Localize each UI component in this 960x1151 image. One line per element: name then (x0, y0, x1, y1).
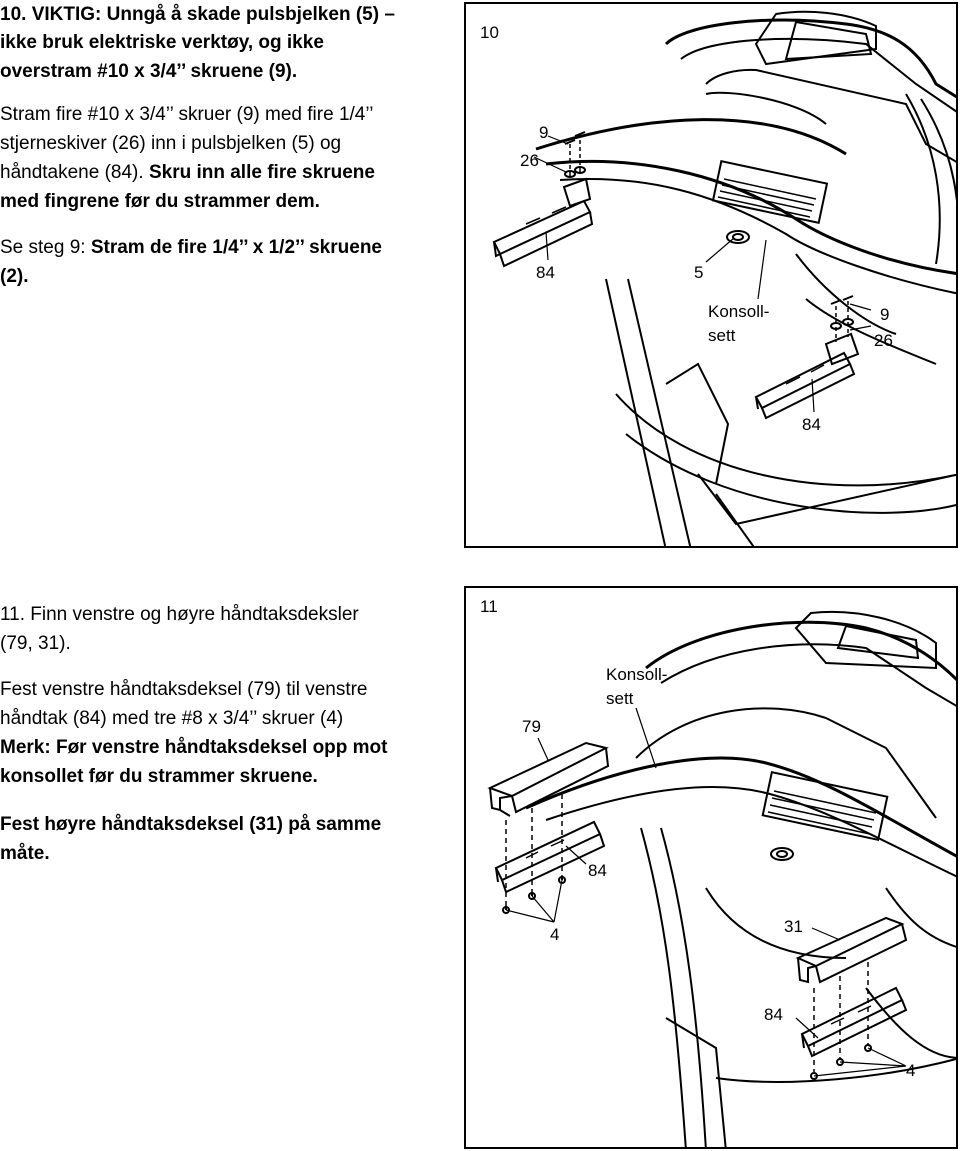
step10-label-screw: 9 (539, 123, 548, 142)
step11-label-left-handle: 84 (588, 861, 607, 880)
step11-heading-line2: (79, 31). (0, 633, 71, 654)
step11-figure-number: 11 (480, 597, 498, 616)
step10-label-screw-right: 9 (880, 305, 889, 324)
step11-para2-line2: måte. (0, 843, 50, 864)
step10-label-console-line1: Konsoll- (708, 302, 769, 321)
step10-para1-line1: Stram fire #10 x 3/4’’ skruer (9) med fi… (0, 104, 374, 125)
step10-figure: 10 9 26 84 5 Konsoll- sett 9 26 84 (464, 2, 958, 548)
step10-para1-line3-normal: håndtakene (84). (0, 162, 149, 183)
step11-figure: 11 Konsoll- sett 79 84 4 31 84 4 (464, 586, 958, 1149)
step10-label-pulse-bar: 5 (694, 263, 703, 282)
step11-label-right-screws: 4 (906, 1061, 915, 1080)
step11-para2-line1: Fest høyre håndtaksdeksel (31) på samme (0, 814, 382, 835)
step10-para1-line3-bold: Skru inn alle fire skruene (148, 162, 375, 183)
step10-label-handle-left: 84 (536, 263, 555, 282)
step11-para1-line4: konsollet før du strammer skruene. (0, 766, 318, 787)
step11-label-left-cover: 79 (522, 717, 541, 736)
step10-para1-line2: stjerneskiver (26) inn i pulsbjelken (5)… (0, 133, 342, 154)
step11-para1-line3: Merk: Før venstre håndtaksdeksel opp mot (0, 737, 388, 758)
step11-para1-line2: håndtak (84) med tre #8 x 3/4’’ skruer (… (0, 708, 344, 729)
step10-label-handle-right: 84 (802, 415, 821, 434)
step10-label-washer-right: 26 (874, 331, 893, 350)
step10-treadmill-line-art (492, 10, 956, 546)
step11-label-console-line2: sett (606, 689, 634, 708)
step11-para1-line1: Fest venstre håndtaksdeksel (79) til ven… (0, 679, 368, 700)
step11-label-console-line1: Konsoll- (606, 665, 667, 684)
step11-figure-drawing: 11 Konsoll- sett 79 84 4 31 84 4 (480, 597, 956, 1147)
step10-label-console-line2: sett (708, 326, 736, 345)
step10-para2-line1-bold: Stram de fire 1/4’’ x 1/2’’ skruene (90, 237, 382, 258)
step10-heading-line1: 10. VIKTIG: Unngå å skade pulsbjelken (5… (0, 4, 395, 25)
step10-para2-line1: Se steg 9: Stram de fire 1/4’’ x 1/2’’ s… (0, 233, 382, 262)
step10-para2-line2: (2). (0, 266, 29, 287)
step11-label-left-screws: 4 (550, 925, 559, 944)
step11-treadmill-line-art (487, 610, 956, 1147)
step10-figure-number: 10 (480, 23, 499, 42)
step10-heading-line2: ikke bruk elektriske verktøy, og ikke (0, 32, 324, 53)
step10-para1-line4: med fingrene før du strammer dem. (0, 191, 320, 212)
step10-label-washer: 26 (520, 151, 539, 170)
step11-label-right-cover: 31 (784, 917, 803, 936)
step10-para1-line3: håndtakene (84). Skru inn alle fire skru… (0, 158, 375, 187)
step10-figure-drawing: 10 9 26 84 5 Konsoll- sett 9 26 84 (480, 10, 956, 546)
step10-heading-line3: overstram #10 x 3/4’’ skruene (9). (0, 61, 298, 82)
step10-para2-line1-normal: Se steg 9: (0, 237, 91, 258)
step11-heading-line1: 11. Finn venstre og høyre håndtaksdeksle… (0, 604, 359, 625)
step11-label-right-handle: 84 (764, 1005, 783, 1024)
